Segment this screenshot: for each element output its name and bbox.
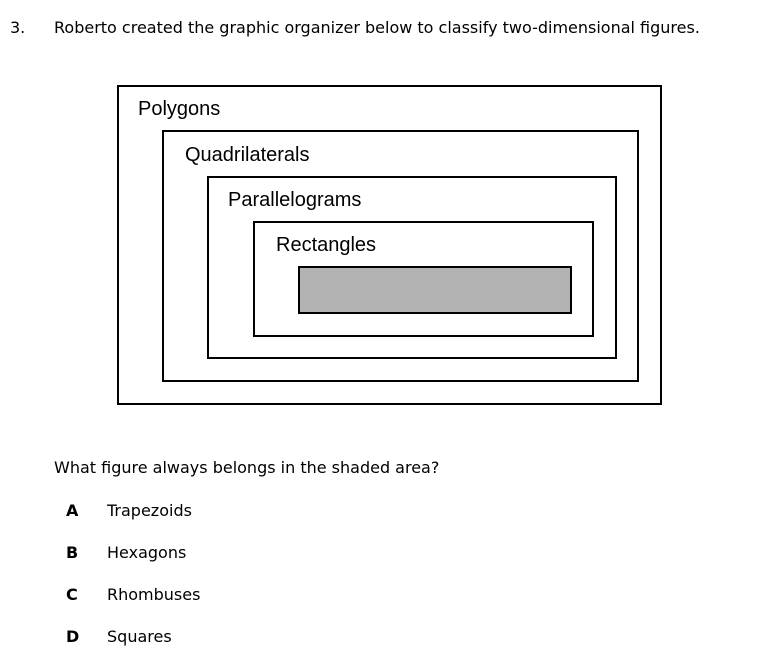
choice-d-letter[interactable]: D	[66, 627, 80, 646]
choice-c-text[interactable]: Rhombuses	[107, 585, 201, 604]
choice-b-text[interactable]: Hexagons	[107, 543, 187, 562]
choice-a-text[interactable]: Trapezoids	[107, 501, 192, 520]
choice-d-text[interactable]: Squares	[107, 627, 172, 646]
quadrilaterals-box	[162, 130, 639, 382]
parallelograms-box	[207, 176, 617, 359]
polygons-label: Polygons	[138, 98, 221, 120]
rectangles-label: Rectangles	[276, 234, 377, 256]
choice-a-letter[interactable]: A	[66, 501, 79, 520]
parallelograms-label: Parallelograms	[228, 189, 362, 211]
question-stem: Roberto created the graphic organizer be…	[54, 18, 700, 37]
choice-c-letter[interactable]: C	[66, 585, 78, 604]
choice-b-letter[interactable]: B	[66, 543, 79, 562]
question-number: 3.	[10, 18, 26, 37]
shaded-area	[298, 266, 572, 314]
quadrilaterals-label: Quadrilaterals	[185, 144, 310, 166]
polygons-box	[117, 85, 662, 405]
question-prompt: What figure always belongs in the shaded…	[54, 458, 440, 477]
rectangles-box	[253, 221, 594, 337]
